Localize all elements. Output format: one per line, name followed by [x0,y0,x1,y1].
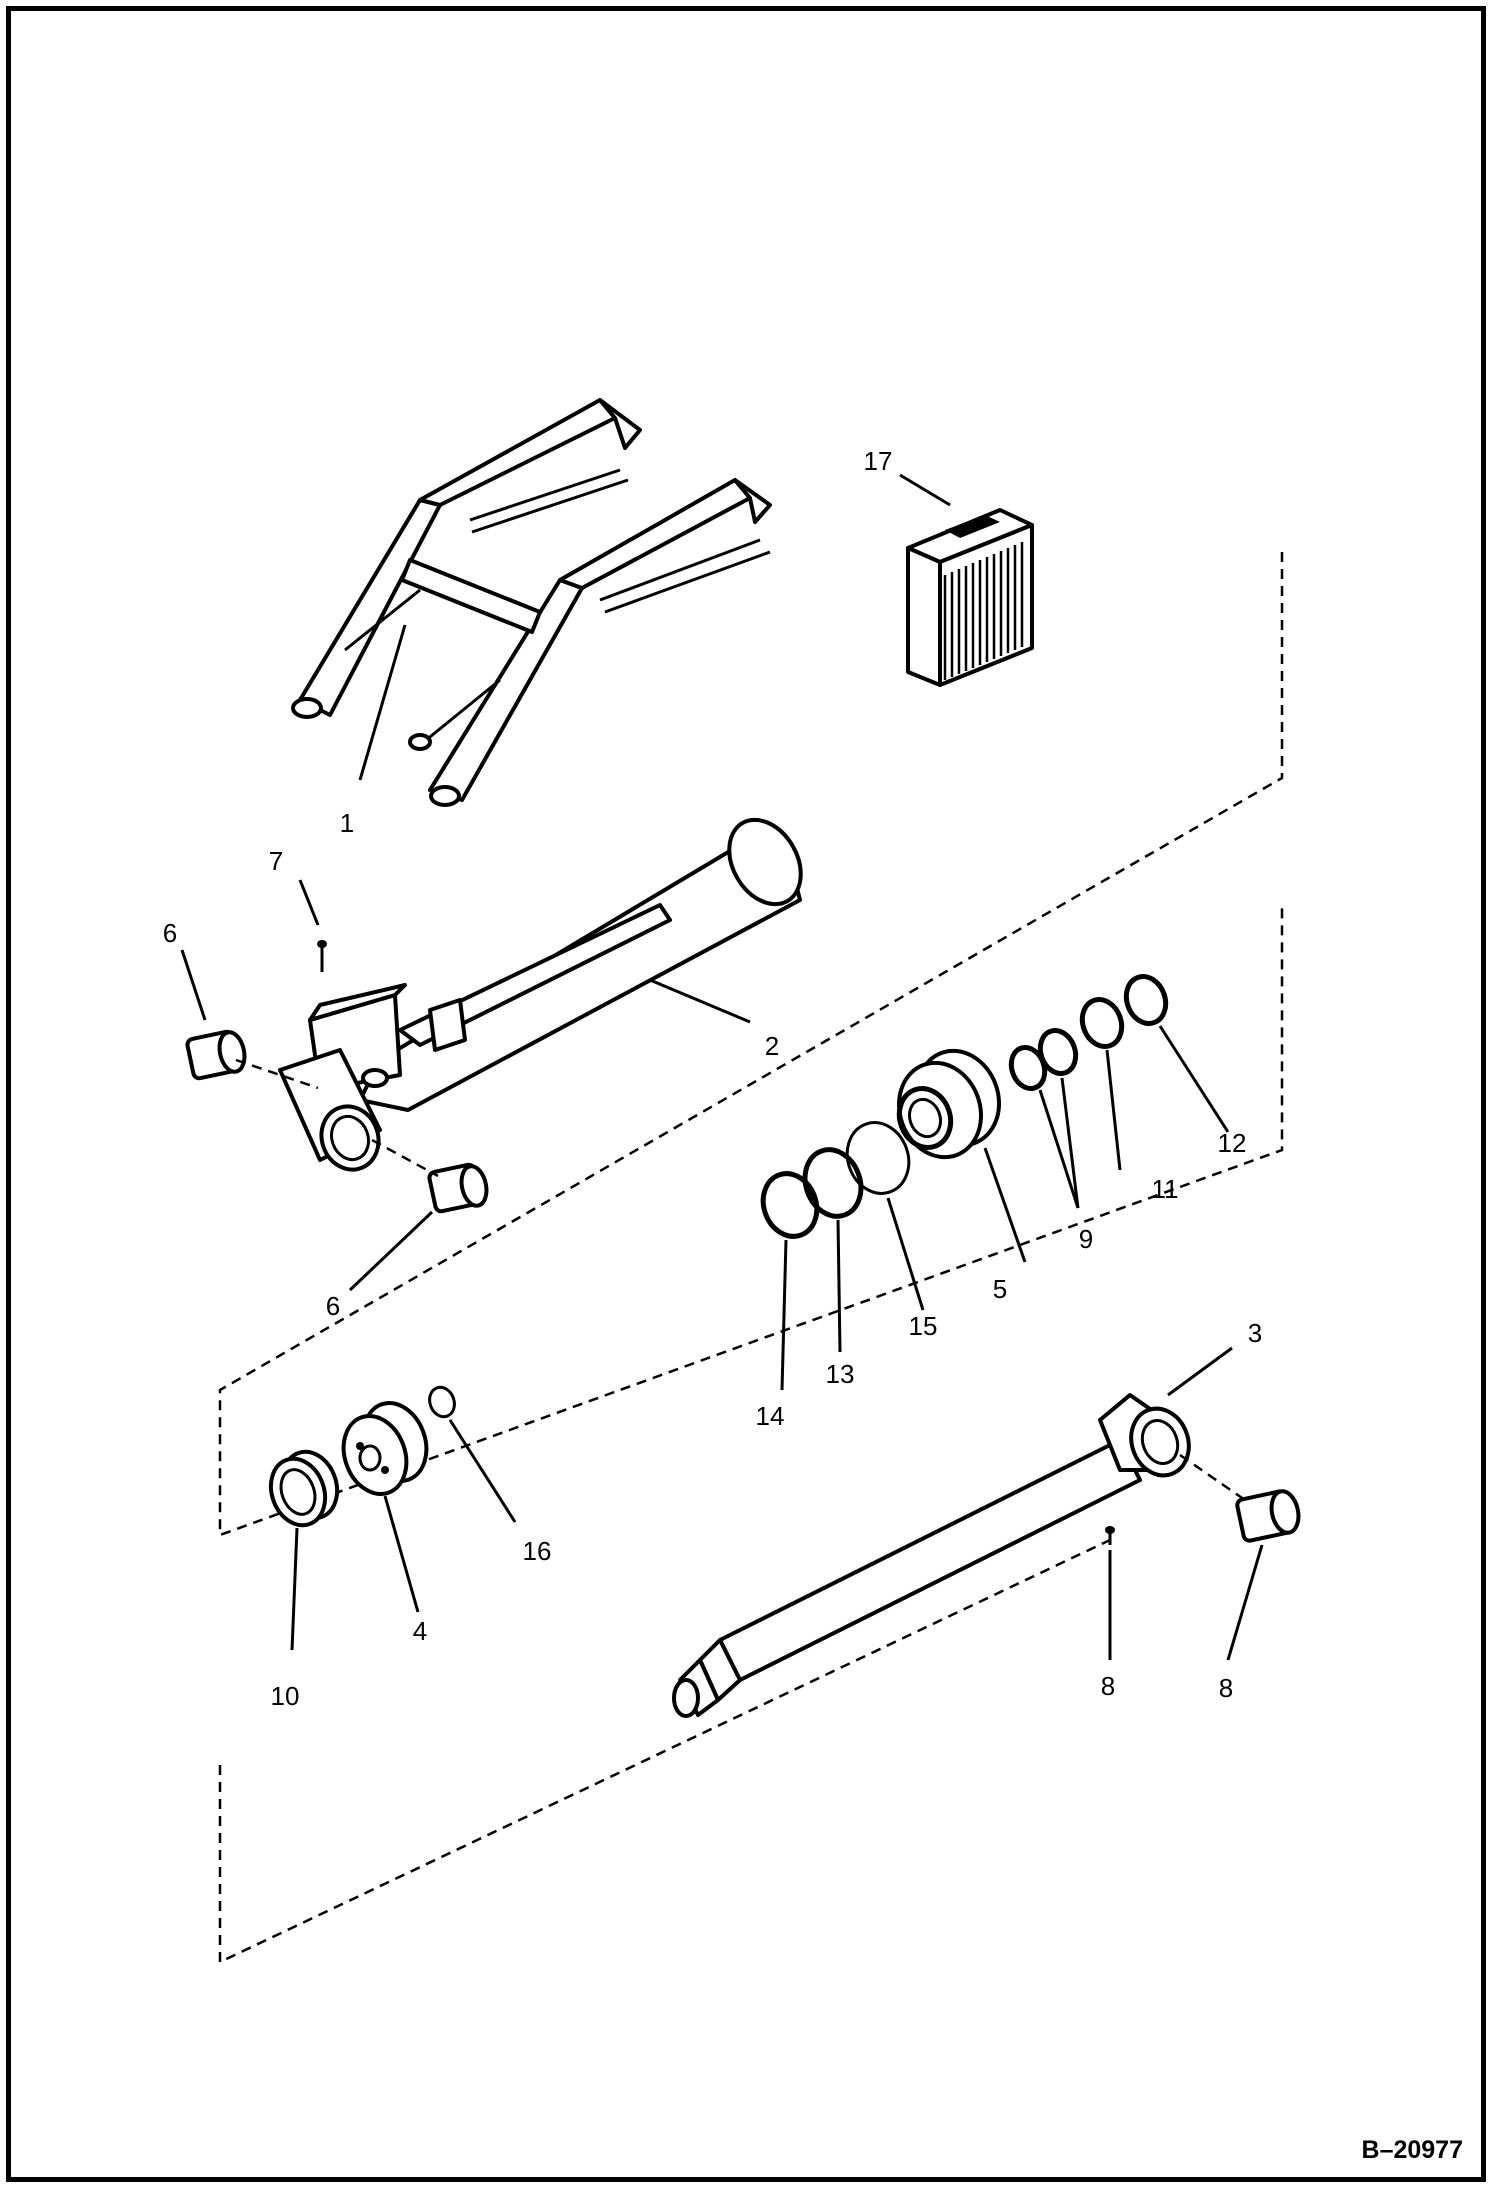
seal-ring-9b [1037,1028,1079,1076]
assembly-envelope-upper [218,552,1284,1537]
seal-ring-11 [1079,997,1125,1049]
callout-6-upper: 6 [163,918,177,948]
callout-3: 3 [1248,1318,1262,1348]
cylinder-rod [672,1393,1191,1718]
callout-11: 11 [1152,1174,1179,1204]
seal-kit-box [906,508,1034,687]
callout-16: 16 [523,1536,552,1566]
callout-17: 17 [864,446,893,476]
o-ring-16 [428,1385,456,1419]
callout-4: 4 [413,1616,427,1646]
cylinder-barrel [278,817,803,1172]
seal-ring-14 [760,1171,820,1239]
wear-ring-10 [268,1449,340,1528]
seal-ring-13 [802,1147,864,1219]
grease-fitting-upper [317,940,327,972]
callout-13: 13 [826,1359,855,1389]
seal-ring-9a [1008,1045,1048,1091]
callout-5: 5 [993,1274,1007,1304]
seal-ring-15 [845,1121,911,1195]
callout-10: 10 [271,1681,300,1711]
seal-ring-12 [1123,974,1169,1026]
callout-1: 1 [340,808,354,838]
piston-4 [341,1401,429,1496]
callout-12: 12 [1218,1128,1247,1158]
bushing-lower [427,1162,489,1214]
bushing-upper [185,1029,247,1081]
loader-lift-arm-frame [291,398,772,807]
gland-head [896,1048,1002,1160]
assembly-envelope-lower [218,1538,1111,1964]
bushing-rod [1235,1489,1301,1543]
callout-6-lower: 6 [326,1291,340,1321]
drawing-reference-number: B–20977 [1362,2136,1463,2164]
diagram-frame [6,6,1486,2182]
callout-8-lower: 8 [1101,1671,1115,1701]
callout-9: 9 [1079,1224,1093,1254]
callout-8-upper: 7 [269,846,283,876]
grease-fitting-lower [1105,1526,1115,1545]
callout-15: 15 [909,1311,938,1341]
callout-14: 14 [756,1401,785,1431]
callout-7: 8 [1219,1673,1233,1703]
leader-lines [180,473,1264,1661]
callout-2: 2 [765,1031,779,1061]
